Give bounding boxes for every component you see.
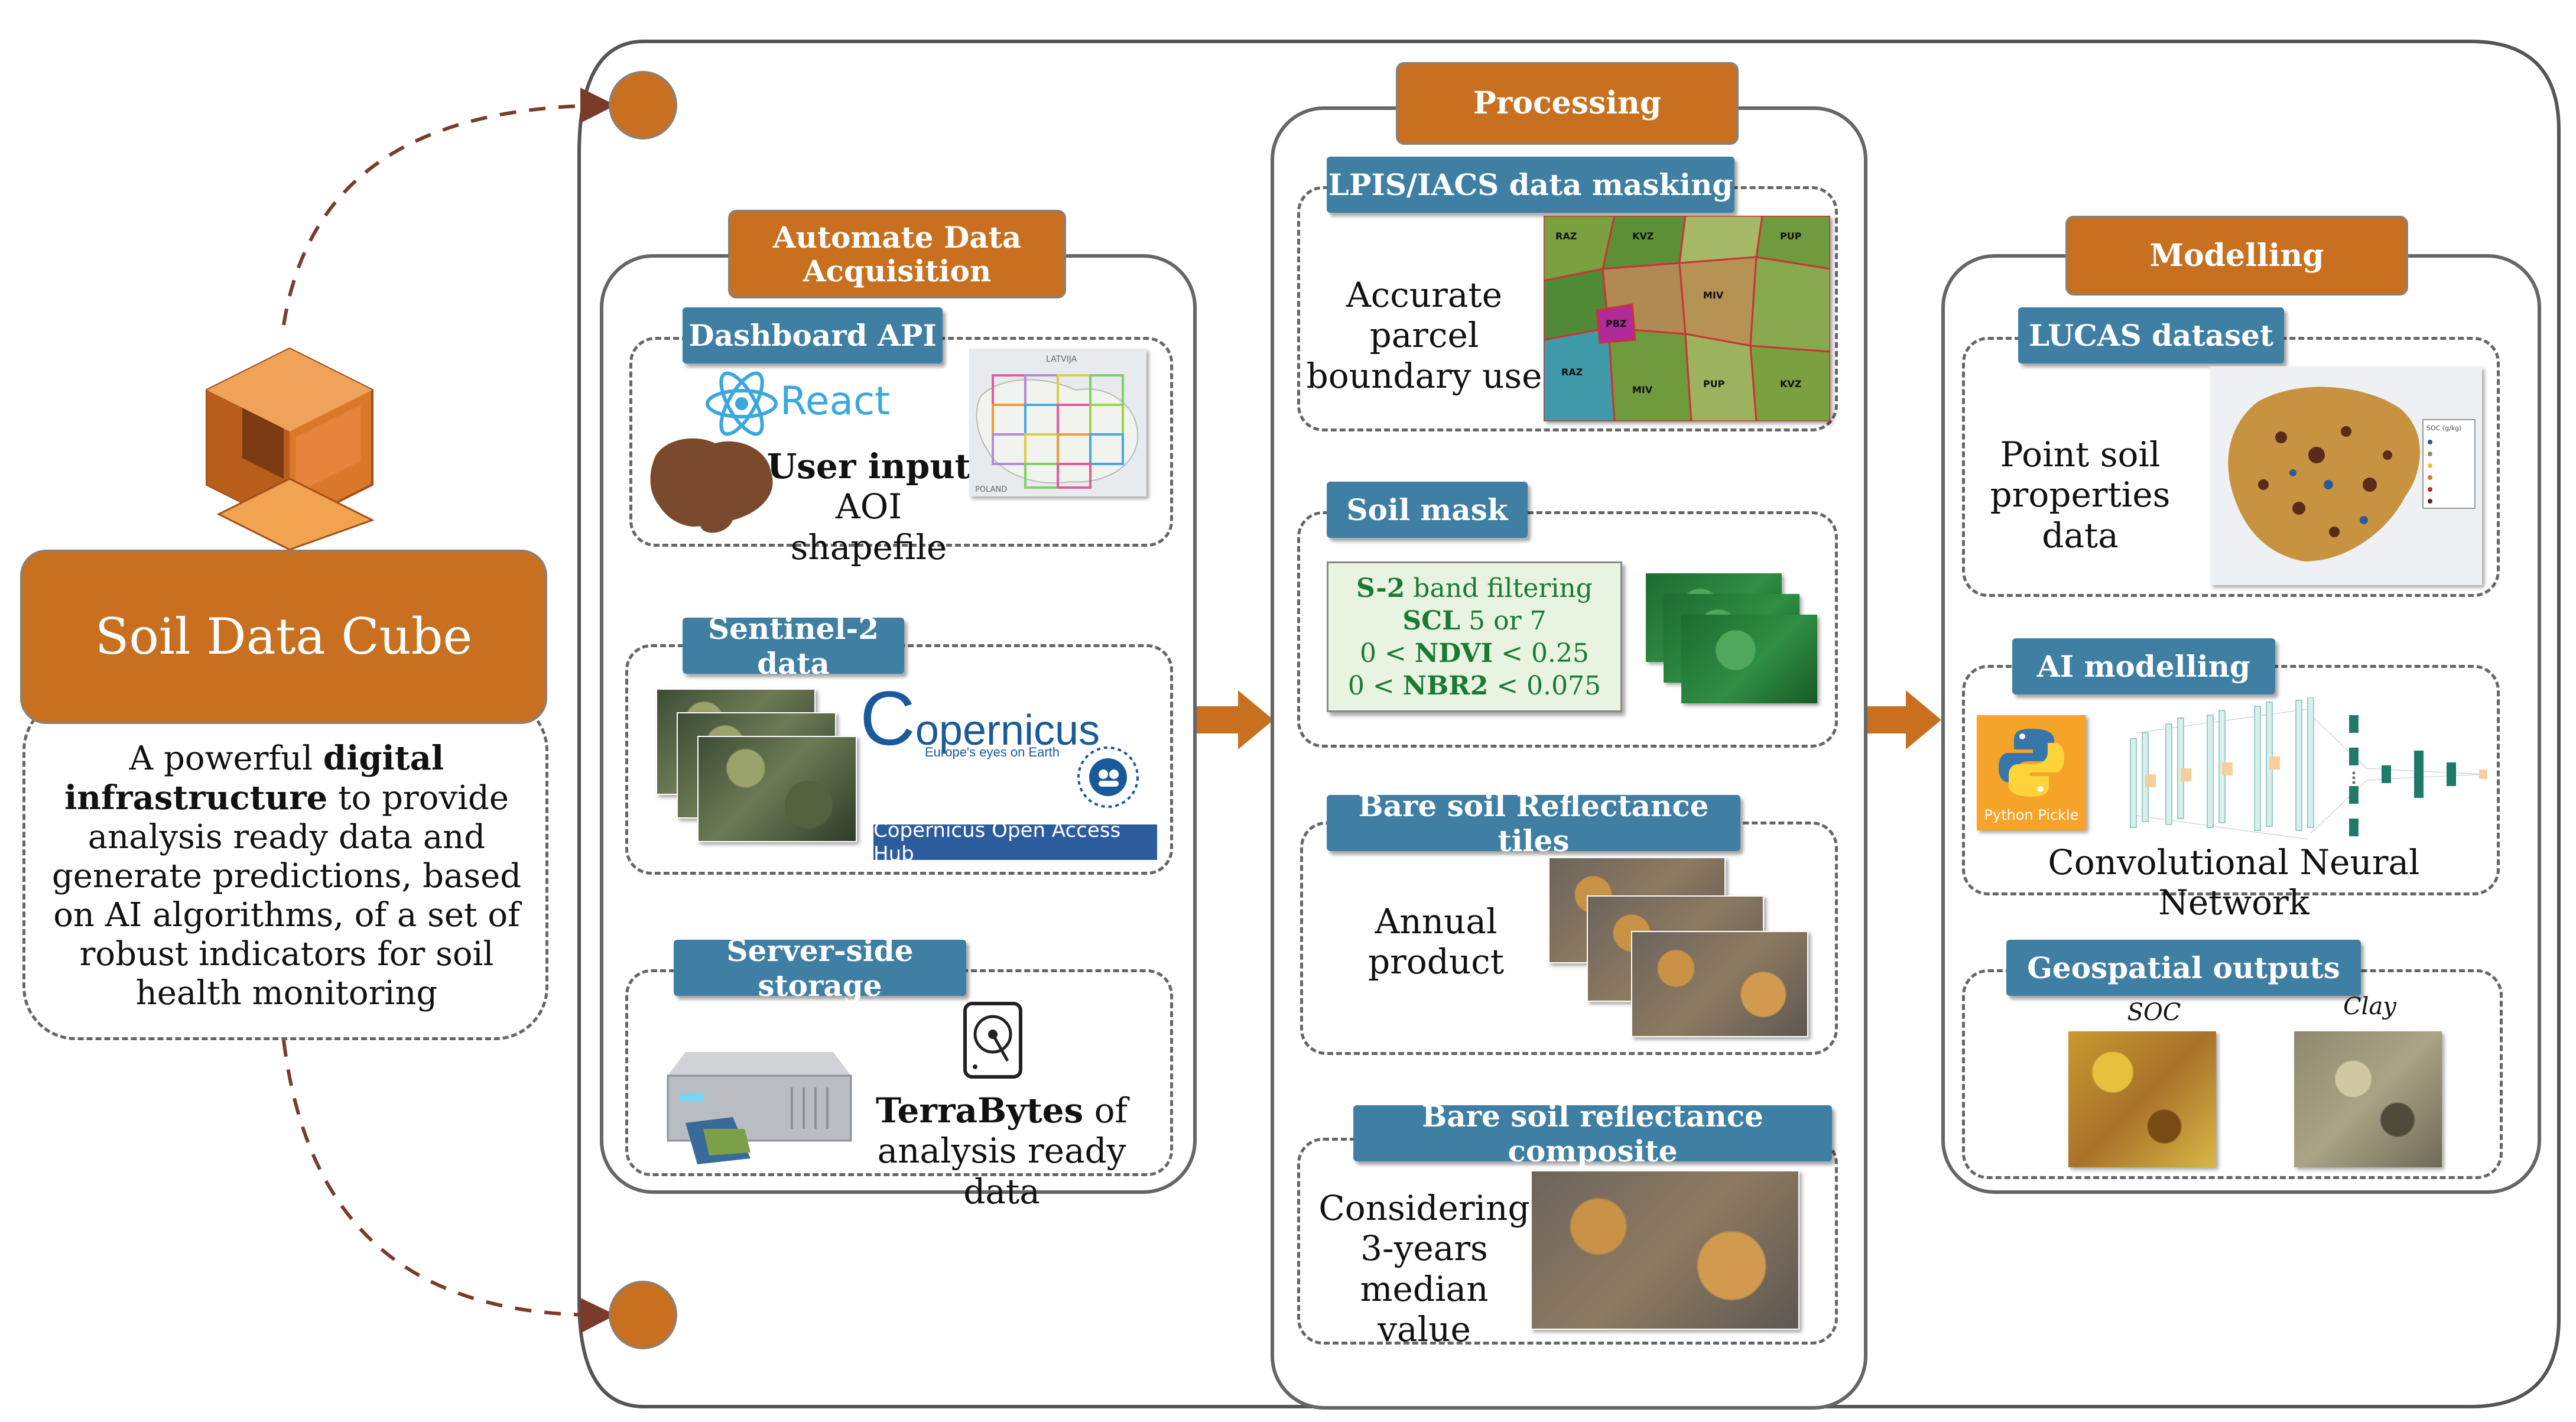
- composite-text: Considering 3-years median value: [1318, 1188, 1530, 1350]
- react-atom-icon: [706, 371, 778, 436]
- lucas-tag: LUCAS dataset: [2018, 307, 2284, 363]
- python-pickle-logo: Python Pickle: [1977, 715, 2086, 830]
- modelling-header: Modelling: [2065, 216, 2408, 296]
- ai-tag: AI modelling: [2012, 638, 2275, 694]
- react-label: React: [780, 378, 891, 424]
- clay-map: [2294, 1031, 2442, 1167]
- svg-text:KVZ: KVZ: [1780, 378, 1801, 389]
- lpis-tag: LPIS/IACS data masking: [1327, 157, 1734, 213]
- sentinel-tag: Sentinel-2 data: [683, 611, 904, 681]
- soil-mask-criteria-box: S-2 band filtering SCL 5 or 7 0 < NDVI <…: [1327, 561, 1622, 712]
- dashed-link-bottom: [282, 1040, 616, 1333]
- server-icon: [667, 1052, 852, 1164]
- svg-text:MIV: MIV: [1632, 384, 1653, 395]
- processing-header: Processing: [1396, 62, 1739, 145]
- svg-text:RAZ: RAZ: [1555, 230, 1577, 242]
- geo-tag: Geospatial outputs: [2006, 940, 2361, 996]
- svg-text:MIV: MIV: [1703, 290, 1724, 301]
- node-top: [609, 71, 677, 139]
- composite-image: [1531, 1170, 1799, 1330]
- dashed-link-top: [282, 87, 616, 326]
- acquisition-header: Automate Data Acquisition: [728, 210, 1066, 298]
- lpis-text: Accurate parcel boundary use: [1306, 275, 1542, 396]
- composite-tag: Bare soil reflectance composite: [1353, 1099, 1832, 1168]
- dashboard-tag: Dashboard API: [683, 307, 943, 363]
- lucas-europe-map: SOC (g/kg): [2210, 366, 2482, 585]
- storage-tag: Server-side storage: [674, 933, 966, 1003]
- copernicus-logo: Copernicus Europe's eyes on Earth: [860, 675, 1100, 761]
- cube-description-panel: [22, 697, 548, 1040]
- bare-tile-3: [1631, 931, 1808, 1037]
- arrow-acq-to-processing: [1194, 690, 1274, 749]
- aoi-grid-map: LATVIJA POLAND: [969, 349, 1146, 496]
- svg-text:SOC (g/kg): SOC (g/kg): [2426, 424, 2461, 432]
- lpis-parcel-map: RAZ KVZ MIV PUP PBZ RAZ KVZ MIV PUP: [1544, 216, 1830, 421]
- svg-text:KVZ: KVZ: [1632, 230, 1654, 242]
- soil-mask-tag: Soil mask: [1327, 482, 1528, 538]
- svg-text:RAZ: RAZ: [1561, 366, 1583, 378]
- data-cube-icon: [206, 347, 375, 551]
- cnn-label: Convolutional Neural Network: [2048, 842, 2420, 923]
- lucas-text: Point soil properties data: [1990, 434, 2171, 556]
- arrow-processing-to-modelling: [1867, 690, 1941, 749]
- network-hub-icon: [1077, 746, 1139, 808]
- svg-text:POLAND: POLAND: [975, 485, 1007, 494]
- svg-text:PUP: PUP: [1703, 378, 1725, 389]
- sentinel-tile-3: [697, 736, 857, 842]
- bare-tiles-text: Annual product: [1367, 901, 1505, 982]
- soc-label: SOC: [2127, 999, 2181, 1026]
- open-access-hub-banner: Copernicus Open Access Hub: [873, 819, 1157, 866]
- lithuania-shape-icon: [650, 438, 773, 533]
- cnn-architecture-diagram: [2130, 697, 2487, 840]
- bare-tiles-tag: Bare soil Reflectance tiles: [1327, 788, 1740, 858]
- python-icon: [1999, 729, 2064, 797]
- soil-data-cube-title: Soil Data Cube: [20, 550, 547, 724]
- cube-description: A powerful digital infrastructure to pro…: [51, 739, 522, 1013]
- svg-text:PUP: PUP: [1780, 230, 1802, 242]
- soc-map: [2068, 1031, 2216, 1167]
- hard-drive-icon: [963, 1002, 1022, 1079]
- svg-text:LATVIJA: LATVIJA: [1046, 355, 1077, 364]
- clay-label: Clay: [2343, 993, 2396, 1020]
- node-bottom: [609, 1281, 677, 1349]
- mask-tile-3: [1681, 615, 1817, 703]
- svg-text:PBZ: PBZ: [1606, 318, 1627, 329]
